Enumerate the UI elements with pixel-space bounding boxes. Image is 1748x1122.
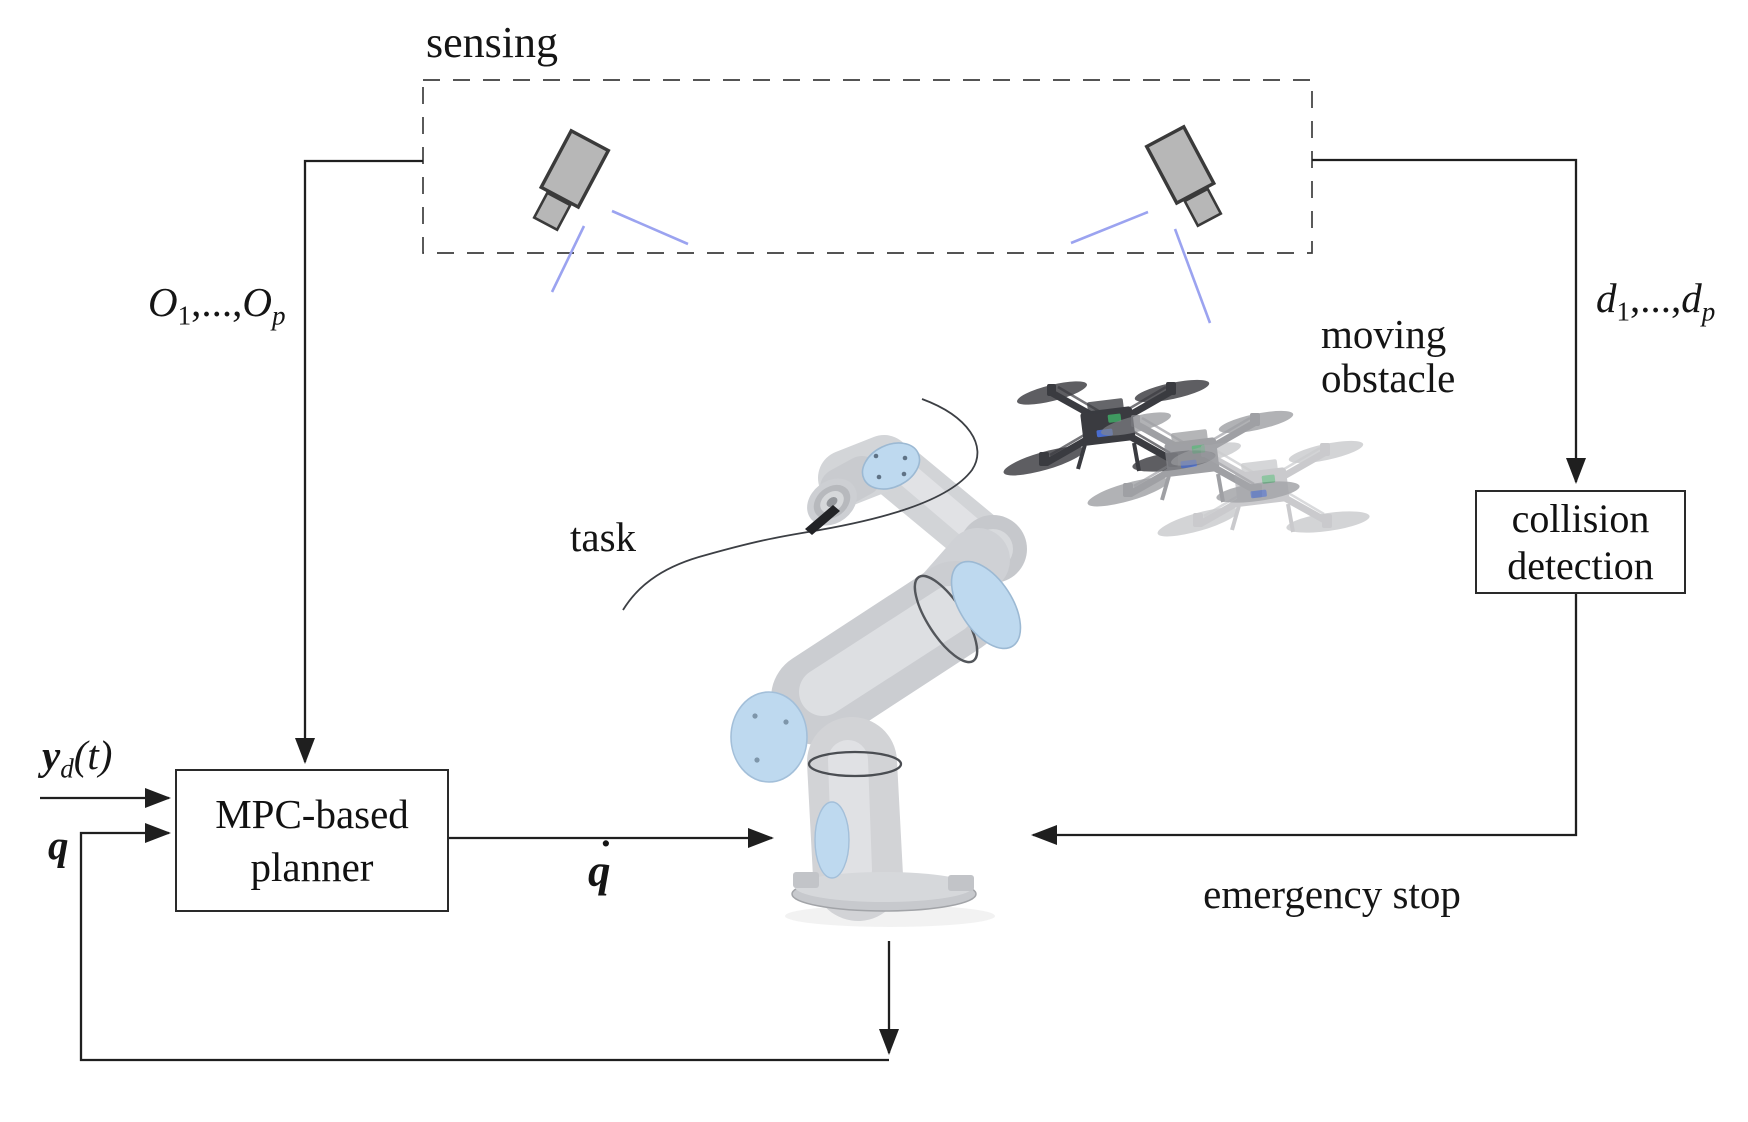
robot-base-blue-side <box>814 801 850 879</box>
joint-velocity-dot: · <box>599 823 613 866</box>
sensing-label: sensing <box>426 18 558 67</box>
robot-tool-flange <box>807 478 857 526</box>
distance-symbol-2: d <box>1681 275 1702 321</box>
joint-velocity-label: q · <box>588 823 612 896</box>
joint-velocity-symbol: q <box>588 846 611 896</box>
camera-right-icon <box>1144 124 1223 228</box>
obstacle-symbol-1: O <box>148 279 178 325</box>
obstacle-ellipsis: ,..., <box>191 279 243 325</box>
distance-signal-label: d1,...,dp <box>1596 275 1716 327</box>
desired-output-label: yd(t) <box>42 732 113 784</box>
camera-left-fov-ray-2 <box>550 225 586 293</box>
emergency-stop-label: emergency stop <box>1203 871 1461 917</box>
distance-subscript-2: p <box>1701 296 1716 327</box>
distance-ellipsis: ,..., <box>1630 275 1682 321</box>
emergency-stop-arrow <box>1031 590 1578 845</box>
robot-base-clamp-right <box>948 875 974 891</box>
robot-base-blue-cap <box>730 691 808 783</box>
desired-output-subscript: d <box>60 753 74 784</box>
collision-detection-line1: collision <box>1511 496 1650 541</box>
moving-obstacle-line2: obstacle <box>1321 355 1456 401</box>
camera-right-fov-ray-1 <box>1070 210 1149 245</box>
camera-right-fov-ray-2 <box>1173 228 1212 324</box>
obstacle-subscript-2: p <box>272 300 286 331</box>
sensing-to-planner-arrow <box>295 159 423 764</box>
distance-subscript-1: 1 <box>1616 296 1631 327</box>
camera-left-fov-ray-1 <box>611 209 689 246</box>
joint-state-label: q <box>48 822 69 868</box>
distance-symbol-1: d <box>1596 275 1617 321</box>
robot-arm-illustration <box>730 435 1027 927</box>
joint-state-feedback-arrow <box>79 823 889 1062</box>
sensing-to-collision-arrow <box>1312 158 1586 484</box>
task-label: task <box>570 514 637 560</box>
sensing-region-dashed-box <box>422 79 1313 254</box>
robot-shoulder-blue-cap <box>950 560 1022 650</box>
mpc-planner-line1: MPC-based <box>215 790 409 837</box>
obstacle-symbol-2: O <box>242 279 272 325</box>
desired-output-symbol: y <box>42 732 61 778</box>
mpc-planner-block: MPC-based planner <box>175 769 449 912</box>
desired-output-args: (t) <box>73 732 113 778</box>
robot-base-clamp-left <box>793 872 819 888</box>
moving-obstacle-label: moving obstacle <box>1321 312 1455 400</box>
drone-icon-3 <box>1155 436 1371 542</box>
robot-base-seam <box>807 750 903 778</box>
obstacle-subscript-1: 1 <box>177 300 192 331</box>
moving-obstacle-line1: moving <box>1321 311 1447 357</box>
camera-fov-rays <box>550 209 1212 324</box>
camera-left-icon <box>532 128 611 232</box>
obstacle-signal-label: O1,...,Op <box>148 279 286 331</box>
robot-pen-tool <box>805 505 840 535</box>
collision-detection-line2: detection <box>1507 543 1654 588</box>
mpc-planner-line2: planner <box>250 843 374 890</box>
collision-detection-block: collision detection <box>1475 490 1686 594</box>
